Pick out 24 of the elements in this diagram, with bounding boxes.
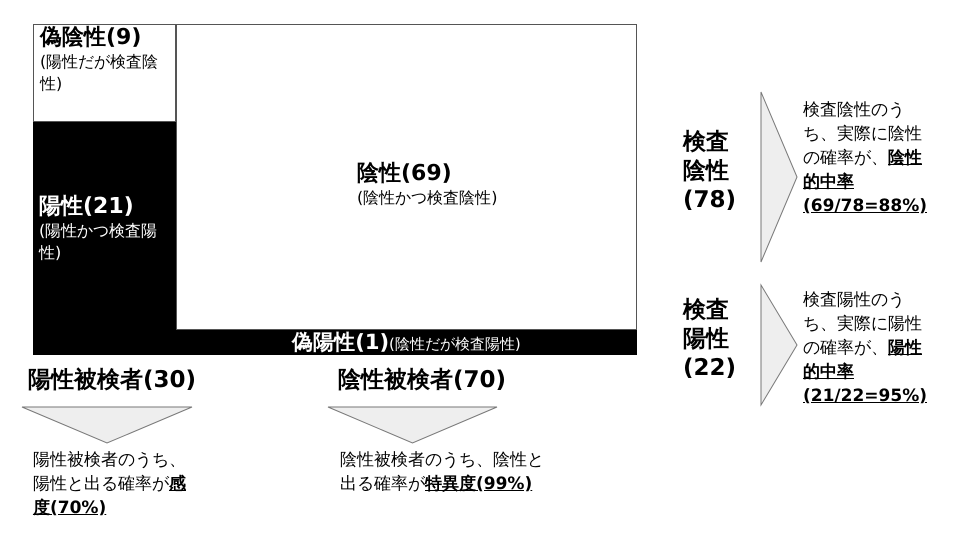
chevron-arrow bbox=[22, 406, 192, 444]
description-text: (陰性かつ検査陰性) bbox=[357, 187, 498, 209]
area-bar bbox=[176, 330, 637, 355]
area-block bbox=[176, 24, 637, 330]
group-heading: 検査陽性(22) bbox=[683, 296, 743, 383]
group-heading: 検査陰性(78) bbox=[683, 128, 743, 215]
explanation-text: 陽性被検者のうち、陽性と出る確率が感度(70%) bbox=[33, 448, 198, 520]
area-block bbox=[33, 122, 176, 355]
count-heading: 陽性(21) bbox=[39, 194, 135, 220]
chevron-arrow bbox=[760, 283, 798, 407]
explanation-text: 陰性被検者のうち、陰性と出る確率が特異度(99%) bbox=[340, 448, 555, 496]
count-heading: 偽陽性(1) bbox=[292, 330, 390, 354]
count-heading: 陰性(69) bbox=[357, 161, 453, 187]
description-text: (陽性かつ検査陽性) bbox=[39, 220, 158, 264]
group-heading: 陰性被検者(70) bbox=[338, 366, 506, 395]
chevron-arrow bbox=[760, 92, 798, 262]
count-heading: 偽陰性(9) bbox=[40, 25, 142, 51]
area-block bbox=[33, 24, 176, 122]
description-text: (陽性だが検査陰性) bbox=[40, 51, 160, 95]
explanation-text: 検査陽性のうち、実際に陽性の確率が、陽性的中率(21/22=95%) bbox=[803, 288, 931, 408]
group-heading: 陽性被検者(30) bbox=[28, 366, 196, 395]
description-text: (陰性だが検査陽性) bbox=[389, 335, 521, 353]
explanation-text: 検査陰性のうち、実際に陰性の確率が、陰性的中率(69/78=88%) bbox=[803, 98, 931, 218]
chevron-arrow bbox=[328, 406, 498, 444]
